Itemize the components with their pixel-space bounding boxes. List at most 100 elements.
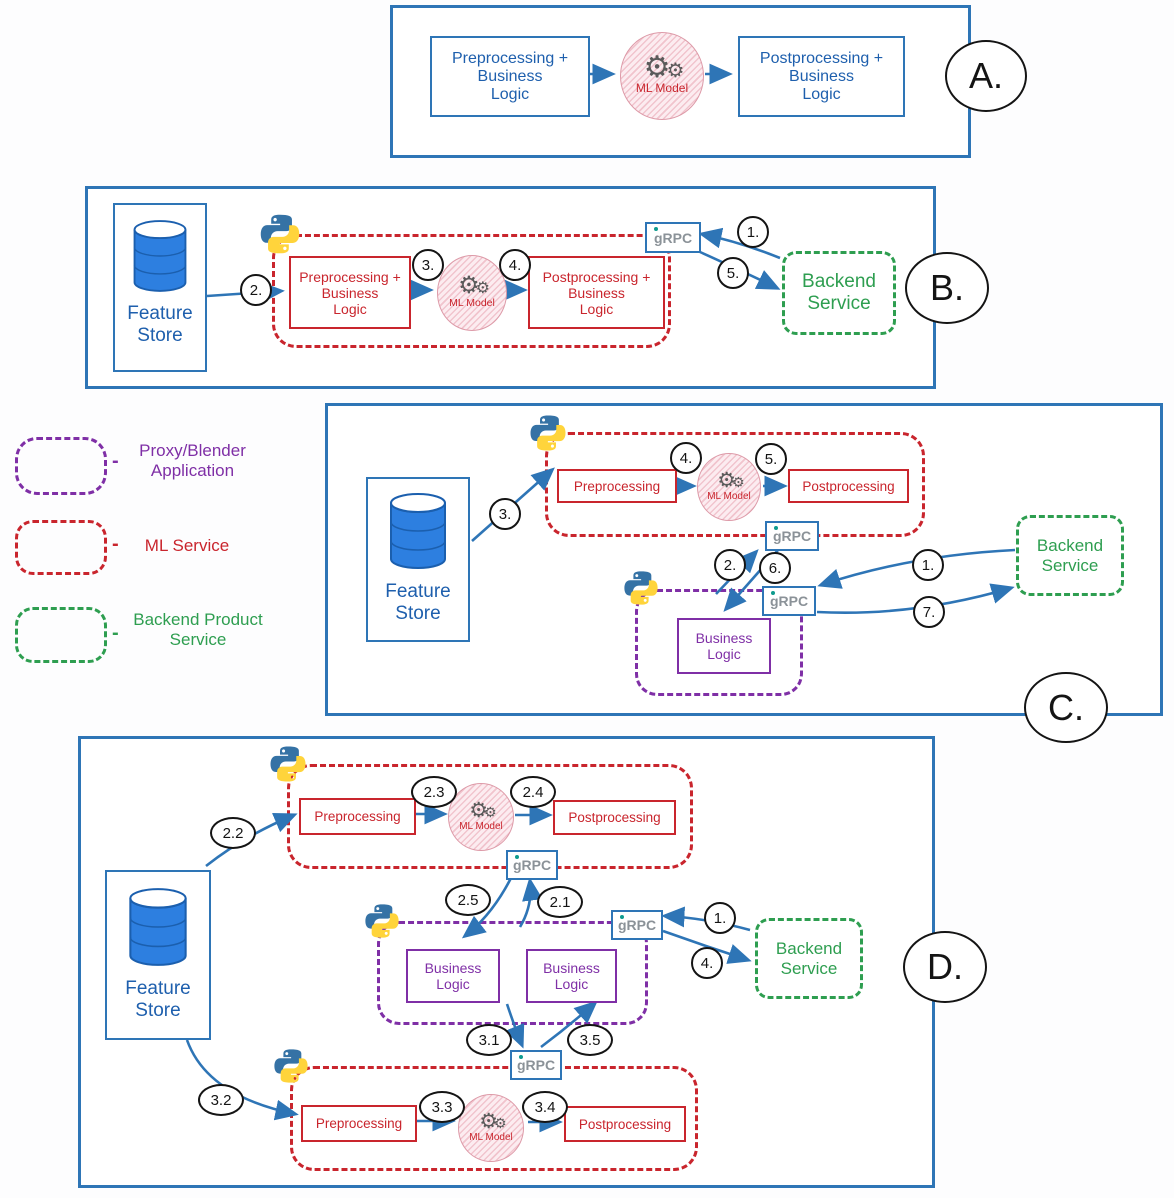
database-cylinder-icon — [133, 220, 187, 292]
node-label: Preprocessing + Business Logic — [299, 268, 401, 317]
step-number: 1. — [713, 909, 727, 927]
feature-store-c: Feature Store — [366, 477, 470, 642]
grpc-badge-c-ml: gRPC — [765, 521, 819, 551]
grpc-label: gRPC — [769, 593, 809, 609]
step-number: 3.3 — [431, 1098, 453, 1116]
ml-model-label: ML Model — [459, 820, 503, 832]
node-preprocessing-d1: Preprocessing — [299, 798, 416, 835]
legend-proxy-blender-swatch — [15, 437, 107, 495]
step-number: 3.1 — [478, 1031, 500, 1049]
node-preprocessing-business-logic-a: Preprocessing + Business Logic — [430, 36, 590, 117]
step-circle-c-4: 4. — [670, 442, 702, 474]
gears-icon: ⚙⚙ — [469, 798, 496, 822]
node-postprocessing-business-logic-b: Postprocessing + Business Logic — [528, 256, 665, 329]
step-circle-c-1: 1. — [912, 549, 944, 581]
step-circle-c-7: 7. — [913, 596, 945, 628]
node-business-logic-d1: Business Logic — [406, 949, 500, 1003]
node-label: Preprocessing — [315, 1116, 403, 1131]
section-d-label: D. — [903, 931, 987, 1003]
grpc-label: gRPC — [617, 917, 657, 933]
python-icon — [528, 412, 568, 459]
step-circle-d-3.3: 3.3 — [419, 1091, 465, 1123]
ml-model-label: ML Model — [449, 297, 495, 309]
step-number: 4. — [679, 449, 693, 467]
legend-label-backend-product: Backend Product Service — [133, 610, 263, 649]
step-number: 2.1 — [549, 893, 571, 911]
step-circle-d-2.1: 2.1 — [537, 886, 583, 918]
feature-store-label: Feature Store — [125, 978, 191, 1021]
step-circle-d-2.5: 2.5 — [445, 884, 491, 916]
step-circle-b-2: 2. — [240, 274, 272, 306]
python-icon — [268, 743, 308, 790]
gears-icon: ⚙⚙ — [717, 468, 744, 492]
node-label: Business Logic — [695, 630, 753, 662]
legend-ml-service-swatch — [15, 520, 107, 575]
step-circle-d-3.1: 3.1 — [466, 1024, 512, 1056]
step-number: 1. — [746, 223, 760, 241]
feature-store-label: Feature Store — [127, 303, 193, 346]
node-label: Business Logic — [424, 960, 482, 992]
step-number: 2.5 — [457, 891, 479, 909]
grpc-badge-d-proxy: gRPC — [611, 910, 663, 940]
node-label: Business Logic — [543, 960, 600, 992]
step-number: 4. — [700, 954, 714, 972]
step-number: 4. — [508, 256, 522, 274]
step-circle-c-3: 3. — [489, 498, 521, 530]
grpc-logo-dot — [654, 227, 658, 231]
node-label: Preprocessing — [314, 809, 401, 824]
step-circle-d-2.2: 2.2 — [210, 817, 256, 849]
ml-model-label: ML Model — [635, 81, 689, 96]
gears-icon: ⚙⚙ — [458, 272, 490, 299]
grpc-badge-b: gRPC — [645, 222, 701, 253]
gears-icon: ⚙⚙ — [479, 1109, 506, 1133]
backend-service-b: Backend Service — [782, 251, 896, 335]
step-number: 3.4 — [534, 1098, 556, 1116]
node-preprocessing-business-logic-b: Preprocessing + Business Logic — [289, 256, 411, 329]
section-letter: C. — [1048, 686, 1084, 728]
ml-model-c: ⚙⚙ ML Model — [697, 453, 761, 521]
step-number: 2.3 — [423, 783, 445, 801]
step-circle-d-3.4: 3.4 — [522, 1091, 568, 1123]
legend-dash-3: - — [112, 622, 119, 644]
grpc-logo-dot — [771, 591, 775, 595]
legend-label-proxy-blender: Proxy/Blender Application — [139, 441, 246, 480]
gears-icon: ⚙⚙ — [643, 50, 685, 84]
node-label: Preprocessing + Business Logic — [451, 49, 569, 103]
step-circle-b-1: 1. — [737, 216, 769, 248]
ml-model-label: ML Model — [707, 490, 751, 502]
grpc-label: gRPC — [653, 229, 693, 246]
legend-backend-swatch — [15, 607, 107, 663]
section-letter: A. — [968, 55, 1003, 96]
step-number: 2. — [723, 556, 737, 574]
section-letter: B. — [929, 267, 964, 308]
step-number: 3. — [498, 505, 512, 523]
node-label: Postprocessing — [802, 478, 895, 494]
node-business-logic-d2: Business Logic — [526, 949, 617, 1003]
step-circle-c-6: 6. — [759, 552, 791, 584]
step-circle-d-1: 1. — [704, 902, 736, 934]
node-label: Preprocessing — [573, 478, 661, 494]
step-number: 2.4 — [522, 783, 544, 801]
step-number: 1. — [921, 556, 935, 574]
node-postprocessing-d2: Postprocessing — [564, 1106, 686, 1142]
step-circle-b-5: 5. — [717, 257, 749, 289]
legend-dash-2: - — [112, 533, 119, 555]
python-icon — [258, 211, 302, 262]
node-postprocessing-business-logic-a: Postprocessing + Business Logic — [738, 36, 905, 117]
python-icon — [272, 1046, 310, 1091]
section-letter: D. — [927, 946, 963, 987]
node-postprocessing-d1: Postprocessing — [553, 800, 676, 835]
grpc-logo-dot — [515, 855, 519, 859]
node-label: Postprocessing + Business Logic — [542, 268, 651, 317]
legend-label-ml-service: ML Service — [144, 536, 230, 555]
step-circle-c-2: 2. — [714, 549, 746, 581]
python-icon — [363, 901, 401, 946]
feature-store-label: Feature Store — [385, 581, 451, 624]
step-number: 6. — [768, 559, 782, 577]
feature-store-b: Feature Store — [113, 203, 207, 372]
backend-service-label: Backend Service — [775, 938, 843, 978]
grpc-label: gRPC — [516, 1057, 556, 1073]
grpc-logo-dot — [774, 526, 778, 530]
ml-model-d1: ⚙⚙ ML Model — [448, 783, 514, 851]
database-cylinder-icon — [129, 888, 187, 966]
